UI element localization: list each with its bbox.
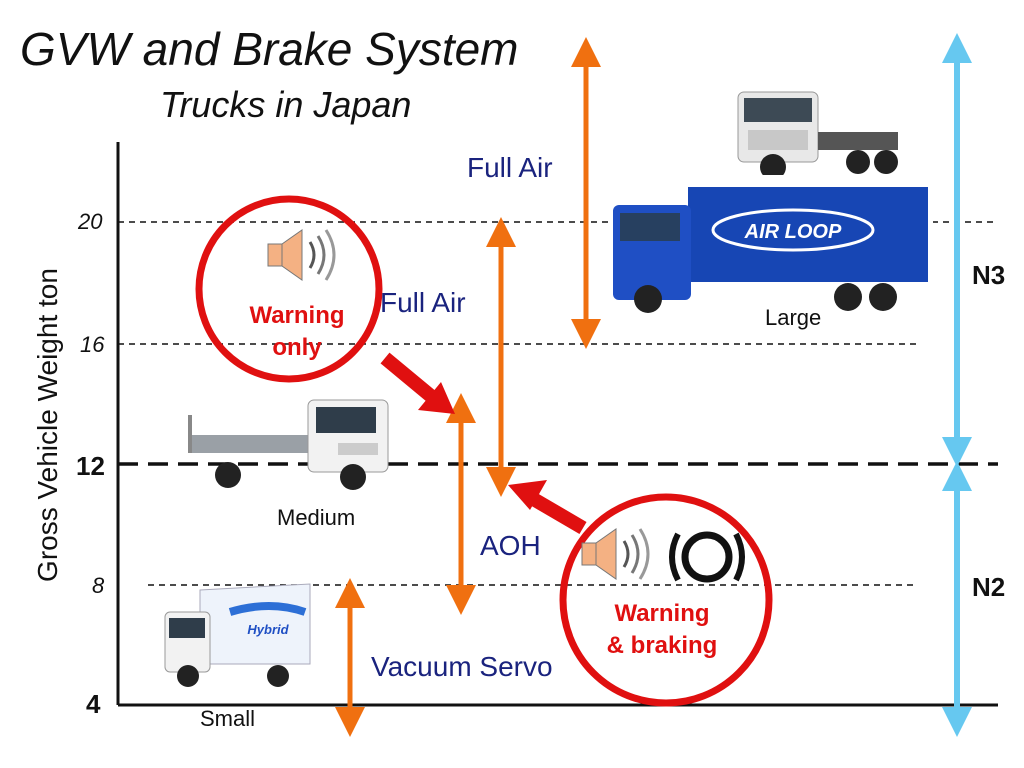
full-air-medium-label: Full Air bbox=[380, 287, 466, 318]
page-title: GVW and Brake System bbox=[20, 23, 519, 75]
warning-braking-text: Warning & braking bbox=[592, 598, 732, 662]
y-axis-label: Gross Vehicle Weight ton bbox=[32, 268, 63, 582]
pointer-arrow-warning-braking bbox=[508, 480, 587, 535]
y-tick-4: 4 bbox=[86, 689, 101, 719]
speaker-icon bbox=[581, 528, 650, 580]
warning-braking-line2: & braking bbox=[606, 632, 718, 659]
n2-category-label: N2 bbox=[972, 572, 1006, 602]
brake-warning-icon bbox=[669, 531, 745, 583]
large-truck-label: Large bbox=[765, 305, 822, 330]
warning-only-line2: only bbox=[272, 334, 322, 361]
medium-truck-image bbox=[188, 399, 389, 490]
y-tick-16: 16 bbox=[80, 332, 105, 357]
page-subtitle: Trucks in Japan bbox=[160, 84, 412, 125]
speaker-icon bbox=[267, 229, 336, 281]
medium-truck-label: Medium bbox=[277, 505, 356, 530]
y-tick-8: 8 bbox=[92, 573, 105, 598]
air-loop-logo: AIR LOOP bbox=[744, 221, 842, 243]
hybrid-logo: Hybrid bbox=[247, 622, 289, 637]
full-air-large-label: Full Air bbox=[467, 152, 553, 183]
pointer-arrow-warning-only bbox=[380, 352, 455, 414]
small-truck-label: Small bbox=[200, 706, 256, 731]
warning-only-line1: Warning bbox=[249, 302, 345, 329]
small-truck-image: Hybrid bbox=[164, 583, 311, 687]
n3-category-label: N3 bbox=[972, 260, 1006, 290]
warning-only-text: Warning only bbox=[232, 300, 362, 364]
y-tick-20: 20 bbox=[78, 209, 103, 234]
warning-only-circle bbox=[195, 195, 383, 383]
large-box-truck-image: AIR LOOP bbox=[608, 175, 933, 315]
y-tick-12: 12 bbox=[76, 451, 105, 481]
vacuum-servo-label: Vacuum Servo bbox=[371, 651, 553, 682]
warning-braking-circle bbox=[559, 493, 773, 707]
warning-braking-line1: Warning bbox=[614, 600, 710, 627]
aoh-label: AOH bbox=[480, 530, 541, 561]
